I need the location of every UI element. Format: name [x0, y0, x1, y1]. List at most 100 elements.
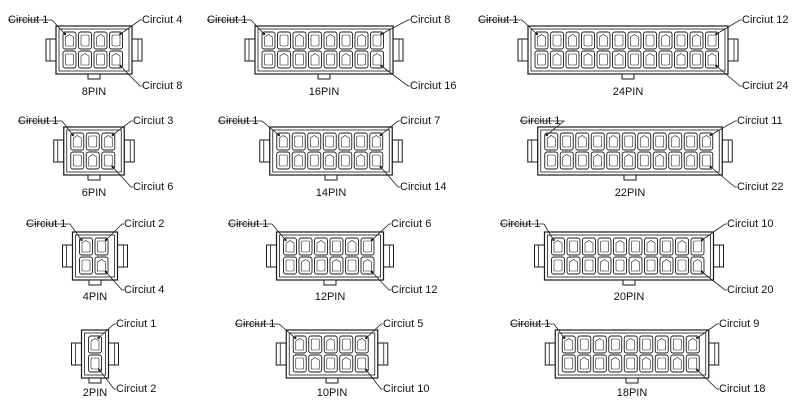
pin-cavity	[596, 50, 611, 69]
leader-line	[207, 19, 265, 35]
leader-line	[18, 120, 74, 136]
leader-line	[716, 19, 742, 35]
pin-count-label-16pin: 16PIN	[308, 86, 340, 98]
pin-cavity	[577, 335, 592, 354]
pin-cavity	[613, 256, 627, 275]
leader-line	[105, 223, 124, 241]
leader-line	[380, 166, 400, 188]
pin-cavity	[627, 50, 642, 69]
pin-cavity	[85, 132, 100, 151]
leader-line	[510, 323, 565, 339]
pin-cavity	[654, 354, 669, 373]
pin-cavity	[683, 132, 698, 151]
pin-cavity	[658, 50, 673, 69]
pin-cavity	[565, 50, 580, 69]
pin-cavity	[78, 31, 92, 50]
pin-cavity	[88, 354, 102, 373]
pin-cavity	[94, 237, 109, 256]
circuit-last-label-2pin: Circiut 2	[116, 383, 157, 395]
circuit-top-end-label-8pin: Circiut 4	[142, 14, 183, 26]
leader-line	[710, 166, 737, 188]
pin-cavity	[606, 151, 621, 170]
pin-cavity	[292, 50, 307, 69]
pin-cavity	[345, 256, 359, 275]
circuit-first-label-20pin: Circiut 1	[500, 218, 541, 230]
pin-cavity	[354, 354, 369, 373]
leader-line	[710, 120, 737, 136]
connector-2pin	[71, 323, 119, 390]
connector-8pin	[8, 19, 143, 87]
circuit-last-label-6pin: Circiut 6	[133, 181, 174, 193]
circuit-top-end-label-24pin: Circiut 12	[742, 14, 789, 26]
circuit-last-label-18pin: Circiut 18	[719, 383, 766, 395]
pin-cavity	[369, 151, 384, 170]
circuit-first-label-2pin: Circiut 1	[116, 318, 157, 330]
leader-line	[105, 271, 124, 291]
pin-cavity	[354, 50, 369, 69]
pin-cavity	[338, 151, 353, 170]
pin-cavity	[277, 31, 291, 50]
pin-cavity	[689, 50, 704, 69]
pin-cavity	[643, 31, 657, 50]
pin-count-label-4pin: 4PIN	[82, 291, 108, 303]
circuit-top-end-label-12pin: Circiut 6	[391, 218, 432, 230]
circuit-top-end-label-14pin: Circiut 7	[400, 115, 441, 127]
pin-cavity	[582, 256, 596, 275]
pin-cavity	[675, 256, 689, 275]
pin-cavity	[339, 335, 354, 354]
pin-cavity	[261, 50, 276, 69]
circuit-top-end-label-6pin: Circiut 3	[133, 115, 174, 127]
pin-count-label-12pin: 12PIN	[314, 291, 346, 303]
leader-line	[99, 369, 116, 390]
pin-cavity	[534, 50, 549, 69]
leader-line	[365, 323, 383, 339]
pin-cavity	[659, 237, 674, 256]
leader-line	[228, 223, 286, 241]
circuit-top-end-label-20pin: Circiut 10	[727, 218, 774, 230]
pin-cavity	[360, 237, 375, 256]
leader-line	[112, 120, 133, 136]
connector-10pin	[235, 323, 389, 390]
pin-cavity	[670, 335, 685, 354]
pin-cavity	[353, 132, 368, 151]
circuit-first-label-22pin: Circiut 1	[520, 115, 561, 127]
pin-count-label-22pin: 22PIN	[614, 187, 646, 199]
leader-line	[380, 120, 400, 136]
pin-cavity	[314, 256, 328, 275]
pin-count-label-8pin: 8PIN	[81, 86, 107, 98]
leader-line	[26, 223, 82, 241]
leader-line	[371, 223, 391, 241]
pin-count-label-6pin: 6PIN	[81, 187, 107, 199]
circuit-last-label-24pin: Circiut 24	[742, 80, 789, 92]
circuit-top-end-label-10pin: Circiut 5	[383, 318, 424, 330]
leader-line	[701, 271, 727, 291]
connector-22pin	[520, 120, 737, 188]
circuit-last-label-12pin: Circiut 12	[391, 284, 438, 296]
pin-cavity	[592, 354, 607, 373]
pin-cavity	[291, 132, 306, 151]
circuit-first-label-4pin: Circiut 1	[26, 218, 67, 230]
pin-cavity	[292, 354, 307, 373]
leader-line	[500, 223, 554, 241]
pin-cavity	[283, 256, 297, 275]
circuit-top-end-label-18pin: Circiut 9	[719, 318, 760, 330]
pin-cavity	[322, 132, 337, 151]
leader-line	[112, 166, 133, 188]
pin-cavity	[590, 132, 605, 151]
connector-4pin	[26, 223, 128, 291]
pin-count-label-14pin: 14PIN	[315, 187, 347, 199]
pin-count-label-2pin: 2PIN	[82, 387, 108, 399]
pin-count-label-10pin: 10PIN	[316, 387, 348, 399]
leader-line	[365, 369, 383, 390]
circuit-last-label-16pin: Circiut 16	[410, 80, 457, 92]
pin-cavity	[566, 237, 581, 256]
circuit-last-label-10pin: Circiut 10	[383, 383, 430, 395]
pin-cavity	[70, 151, 85, 170]
pin-cavity	[307, 151, 322, 170]
pin-cavity	[652, 132, 667, 151]
pin-cavity	[685, 354, 700, 373]
pin-cavity	[581, 31, 595, 50]
circuit-first-label-8pin: Circiut 1	[8, 14, 49, 26]
circuit-last-label-4pin: Circiut 4	[124, 284, 165, 296]
pin-cavity	[79, 256, 93, 275]
